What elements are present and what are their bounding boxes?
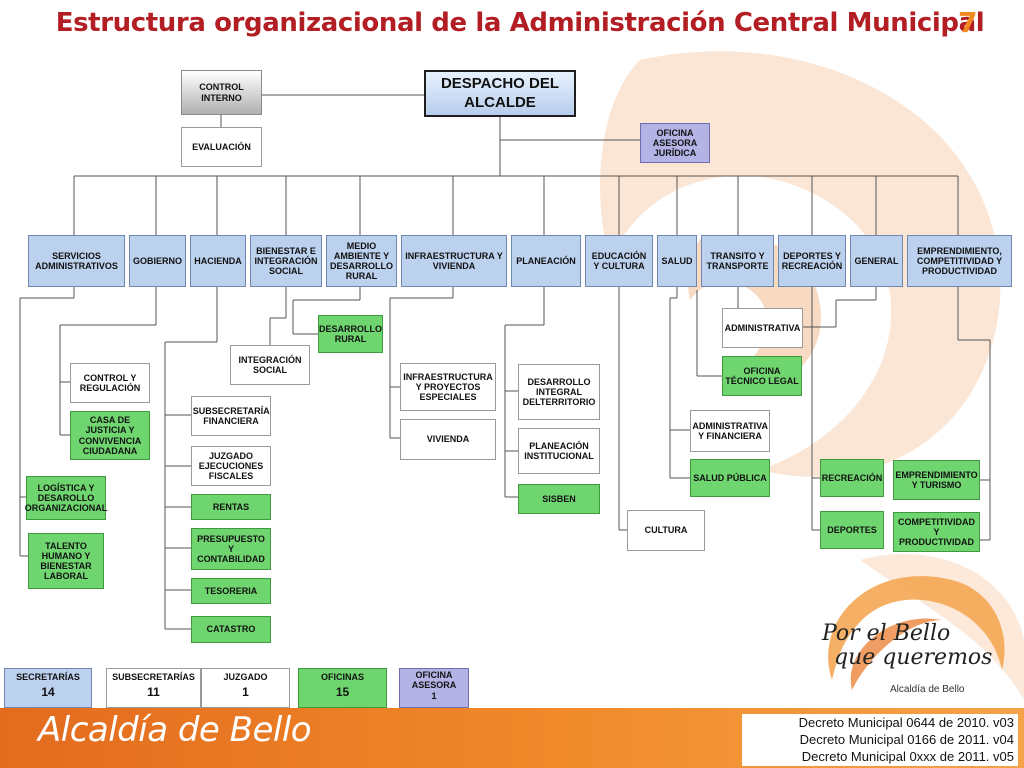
logo-line2: que queremos [834, 645, 992, 670]
unit-presupuesto[interactable]: PRESUPUESTO Y CONTABILIDAD [191, 528, 271, 570]
secretaria-educacion[interactable]: EDUCACIÓN Y CULTURA [585, 235, 653, 287]
unit-subsecretaria-financiera[interactable]: SUBSECRETARÍA FINANCIERA [191, 396, 271, 436]
unit-recreacion[interactable]: RECREACIÓN [820, 459, 884, 497]
unit-talento-humano[interactable]: TALENTO HUMANO Y BIENESTAR LABORAL [28, 533, 104, 589]
unit-juzgado[interactable]: JUZGADO EJECUCIONES FISCALES [191, 446, 271, 486]
unit-planeacion-institucional[interactable]: PLANEACIÓN INSTITUCIONAL [518, 428, 600, 474]
legend-subsecretarias: SUBSECRETARÍAS 11 [106, 668, 201, 708]
secretaria-infraestructura[interactable]: INFRAESTRUCTURA Y VIVIENDA [401, 235, 507, 287]
secretaria-general[interactable]: GENERAL [850, 235, 903, 287]
legend-secretarias: SECRETARÍAS 14 [4, 668, 92, 708]
unit-desarrollo-rural[interactable]: DESARROLLO RURAL [318, 315, 383, 353]
unit-sisben[interactable]: SISBEN [518, 484, 600, 514]
secretaria-transito[interactable]: TRANSITO Y TRANSPORTE [701, 235, 774, 287]
legend-juzgado-label: JUZGADO [223, 672, 268, 682]
page-number: 7 [958, 6, 978, 39]
unit-admin-financiera[interactable]: ADMINISTRATIVA Y FINANCIERA [690, 410, 770, 452]
unit-salud-publica[interactable]: SALUD PÚBLICA [690, 459, 770, 497]
legend-secretarias-label: SECRETARÍAS [16, 672, 80, 682]
despacho-alcalde-box[interactable]: DESPACHO DEL ALCALDE [424, 70, 576, 117]
secretaria-medio-ambiente[interactable]: MEDIO AMBIENTE Y DESARROLLO RURAL [326, 235, 397, 287]
decreto-line-1: Decreto Municipal 0644 de 2010. v03 [798, 715, 1014, 730]
unit-emprendimiento-turismo[interactable]: EMPRENDIMIENTO Y TURISMO [893, 460, 980, 500]
secretaria-gobierno[interactable]: GOBIERNO [129, 235, 186, 287]
unit-administrativa[interactable]: ADMINISTRATIVA [722, 308, 803, 348]
secretaria-servicios-administrativos[interactable]: SERVICIOS ADMINISTRATIVOS [28, 235, 125, 287]
control-interno-box[interactable]: CONTROL INTERNO [181, 70, 262, 115]
footer-brand: Alcaldía de Bello [38, 710, 312, 750]
legend-subsecretarias-label: SUBSECRETARÍAS [112, 672, 195, 682]
secretaria-emprendimiento[interactable]: EMPRENDIMIENTO, COMPETITIVIDAD Y PRODUCT… [907, 235, 1012, 287]
legend-juzgado-count: 1 [242, 685, 249, 700]
legend-oficina-asesora: OFICINA ASESORA 1 [399, 668, 469, 708]
secretaria-salud[interactable]: SALUD [657, 235, 697, 287]
legend-oficinas: OFICINAS 15 [298, 668, 387, 708]
legend-subsecretarias-count: 11 [147, 685, 160, 700]
unit-control-regulacion[interactable]: CONTROL Y REGULACIÓN [70, 363, 150, 403]
legend-oficina-asesora-label: OFICINA ASESORA [411, 670, 457, 691]
secretaria-bienestar[interactable]: BIENESTAR E INTEGRACIÓN SOCIAL [250, 235, 322, 287]
secretaria-planeacion[interactable]: PLANEACIÓN [511, 235, 581, 287]
unit-casa-justicia[interactable]: CASA DE JUSTICIA Y CONVIVENCIA CIUDADANA [70, 411, 150, 460]
logo-sub: Alcaldía de Bello [890, 684, 965, 695]
unit-deportes[interactable]: DEPORTES [820, 511, 884, 549]
evaluacion-box[interactable]: EVALUACIÓN [181, 127, 262, 167]
oficina-asesora-juridica-box[interactable]: OFICINA ASESORA JURÍDICA [640, 123, 710, 163]
legend-secretarias-count: 14 [41, 685, 55, 700]
secretaria-deportes[interactable]: DEPORTES Y RECREACIÓN [778, 235, 846, 287]
logo-line1: Por el Bello [821, 621, 950, 646]
unit-oficina-tecnico-legal[interactable]: OFICINA TÉCNICO LEGAL [722, 356, 802, 396]
unit-vivienda[interactable]: VIVIENDA [400, 419, 496, 460]
unit-desarrollo-integral[interactable]: DESARROLLO INTEGRAL DELTERRITORIO [518, 364, 600, 420]
legend-oficinas-count: 15 [335, 685, 350, 700]
legend-oficina-asesora-count: 1 [431, 691, 437, 702]
legend-oficinas-label: OFICINAS [320, 672, 364, 682]
page-title: Estructura organizacional de la Administ… [55, 8, 985, 38]
decreto-block: Decreto Municipal 0644 de 2010. v03 Decr… [742, 714, 1018, 766]
unit-infraestructura-proyectos[interactable]: INFRAESTRUCTURA Y PROYECTOS ESPECIALES [400, 363, 496, 411]
decreto-line-2: Decreto Municipal 0166 de 2011. v04 [799, 732, 1014, 747]
unit-integracion-social[interactable]: INTEGRACIÓN SOCIAL [230, 345, 310, 385]
secretaria-hacienda[interactable]: HACIENDA [190, 235, 246, 287]
unit-catastro[interactable]: CATASTRO [191, 616, 271, 643]
por-el-bello-logo: Por el Bello que queremos Alcaldía de Be… [821, 576, 1005, 695]
unit-tesoreria[interactable]: TESORERIA [191, 578, 271, 604]
unit-rentas[interactable]: RENTAS [191, 494, 271, 520]
legend-juzgado: JUZGADO 1 [201, 668, 290, 708]
unit-logistica[interactable]: LOGÍSTICA Y DESAROLLO ORGANIZACIONAL [25, 476, 107, 520]
unit-cultura[interactable]: CULTURA [627, 510, 705, 551]
unit-competitividad[interactable]: COMPETITIVIDAD Y PRODUCTIVIDAD [893, 512, 980, 552]
decreto-line-3: Decreto Municipal 0xxx de 2011. v05 [801, 749, 1014, 764]
